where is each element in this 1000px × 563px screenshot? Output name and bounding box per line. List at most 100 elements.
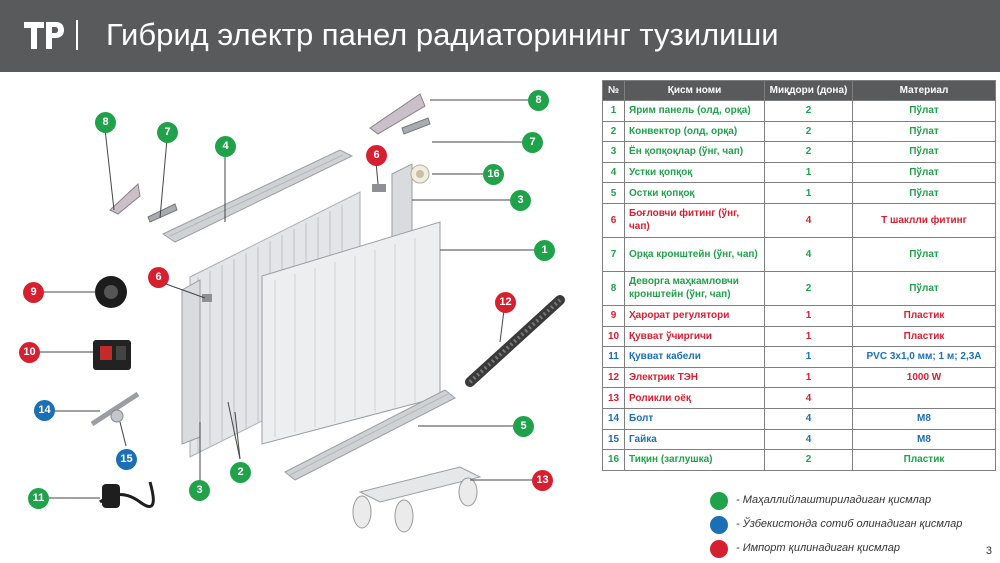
cell-number: 14 [602, 407, 625, 430]
roller-feet [352, 466, 482, 533]
callout-badge-10: 10 [19, 342, 40, 363]
cell-quantity: 1 [764, 366, 853, 389]
heating-element [465, 295, 565, 387]
cell-quantity: 4 [764, 202, 853, 238]
radiator-illustration [40, 93, 565, 533]
callout-badge-8: 8 [95, 112, 116, 133]
legend-text: - Импорт қилинадиган қисмлар [736, 542, 900, 554]
cell-quantity: 4 [764, 428, 853, 451]
callout-badge-7b: 7 [522, 132, 543, 153]
callout-badge-6: 6 [366, 145, 387, 166]
cell-material: М8 [852, 407, 996, 430]
cell-part-name: Остки қопқоқ [624, 182, 765, 204]
cell-material: Пластик [852, 449, 996, 471]
table-header-row: № Қисм номи Миқдори (дона) Материал [602, 80, 996, 101]
cell-part-name: Қувват кабели [624, 346, 765, 368]
fittings [202, 184, 386, 302]
cell-material: 1000 W [852, 366, 996, 389]
col-part-name: Қисм номи [624, 80, 765, 101]
callout-badge-7: 7 [157, 122, 178, 143]
cell-quantity: 1 [764, 304, 853, 327]
cell-number: 15 [602, 428, 625, 451]
wall-brackets [109, 93, 426, 215]
callout-badge-12: 12 [495, 292, 516, 313]
callout-badge-16: 16 [483, 164, 504, 185]
cell-material: Пластик [852, 325, 996, 348]
cell-material: Пўлат [852, 141, 996, 163]
logo-mark [24, 22, 64, 49]
cell-material: PVC 3х1,0 мм; 1 м; 2,3А [852, 346, 996, 368]
red-dot-icon [710, 540, 728, 558]
cell-number: 16 [602, 449, 625, 471]
legend-text: - Маҳаллийлаштириладиган қисмлар [736, 494, 932, 506]
cell-part-name: Орқа кронштейн (ўнг, чап) [624, 236, 765, 272]
green-dot-icon [710, 492, 728, 510]
cell-part-name: Конвектор (олд, орқа) [624, 120, 765, 143]
cell-number: 2 [602, 120, 625, 143]
cell-part-name: Ҳарорат регулятори [624, 304, 765, 327]
cell-quantity: 2 [764, 100, 853, 122]
cell-part-name: Устки қопқоқ [624, 161, 765, 184]
cell-quantity: 1 [764, 346, 853, 368]
cell-quantity: 1 [764, 325, 853, 348]
callout-badge-15: 15 [116, 449, 137, 470]
cell-quantity: 1 [764, 182, 853, 204]
power-cable [99, 481, 155, 508]
col-material: Материал [852, 80, 996, 101]
cell-number: 8 [602, 270, 625, 306]
cell-quantity: 4 [764, 236, 853, 272]
cell-material: Пўлат [852, 120, 996, 143]
leader-lines [40, 99, 534, 499]
cell-quantity: 4 [764, 407, 853, 430]
cell-material: М8 [852, 428, 996, 451]
logo-separator [76, 20, 78, 50]
back-brackets [147, 117, 431, 223]
cell-number: 5 [602, 182, 625, 204]
col-quantity: Миқдори (дона) [764, 80, 853, 101]
cell-quantity: 2 [764, 449, 853, 471]
plug-cap [410, 164, 430, 184]
cell-part-name: Роликли оёқ [624, 387, 765, 409]
cell-number: 4 [602, 161, 625, 184]
exploded-diagram: 8 7 4 6 16 8 7 3 1 9 6 12 10 14 5 15 2 3… [0, 72, 600, 563]
cell-part-name: Ярим панель (олд, орқа) [624, 100, 765, 122]
callout-badge-11: 11 [28, 488, 49, 509]
company-logo [22, 18, 66, 52]
legend-text: - Ўзбекистонда сотиб олинадиган қисмлар [736, 518, 963, 530]
header-bar: Гибрид электр панел радиаторининг тузили… [0, 0, 1000, 72]
col-number: № [602, 80, 625, 101]
callout-badge-8b: 8 [528, 90, 549, 111]
cell-quantity: 4 [764, 387, 853, 409]
bottom-cover [284, 389, 456, 481]
cell-material: Пўлат [852, 161, 996, 184]
callout-badge-4: 4 [215, 136, 236, 157]
power-switch [93, 340, 131, 370]
callout-badge-2: 2 [230, 462, 251, 483]
cell-material: Пўлат [852, 270, 996, 306]
cell-part-name: Гайка [624, 428, 765, 451]
callout-badge-6b: 6 [148, 267, 169, 288]
cell-quantity: 2 [764, 141, 853, 163]
cell-number: 10 [602, 325, 625, 348]
cell-part-name: Деворга маҳкамловчи кронштейн (ўнг, чап) [624, 270, 765, 306]
callout-badge-1: 1 [534, 240, 555, 261]
cell-number: 12 [602, 366, 625, 389]
cell-material: Пўлат [852, 100, 996, 122]
callout-badge-3b: 3 [189, 480, 210, 501]
cell-material: Пўлат [852, 182, 996, 204]
thermostat [95, 276, 127, 308]
